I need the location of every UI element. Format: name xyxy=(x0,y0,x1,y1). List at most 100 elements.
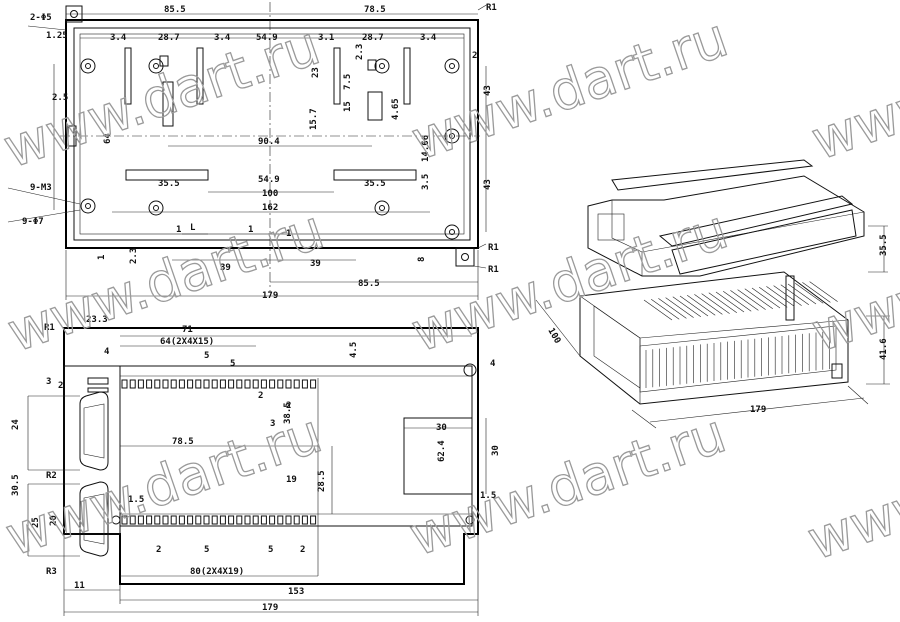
label-b2: 2 xyxy=(58,381,63,391)
label-b285: 28.5 xyxy=(317,470,327,492)
label-v23c: 2.3 xyxy=(129,248,139,264)
label-s162: 162 xyxy=(262,203,278,213)
watermarks: www.dart.ru www.dart.ru www.dart.ru www.… xyxy=(0,5,900,573)
iso-vent-grille xyxy=(643,281,838,388)
db9-connector-lower xyxy=(79,481,109,557)
label-b20: 20 xyxy=(49,515,59,526)
label-l1c: 1 xyxy=(286,229,291,239)
label-b5d: 5 xyxy=(268,545,273,555)
label-w-left: 85.5 xyxy=(164,5,186,15)
label-phi7: 9-Φ7 xyxy=(22,217,44,227)
label-b3: 3 xyxy=(46,377,51,387)
label-b2c: 2 xyxy=(156,545,161,555)
label-s39a: 39 xyxy=(220,263,231,273)
watermark-4: www.dart.ru xyxy=(404,198,736,365)
label-b15b: 1.5 xyxy=(480,491,496,501)
label-b45: 4.5 xyxy=(349,342,359,358)
watermark-6: www.dart.ru xyxy=(402,402,734,569)
label-b5a: 5 xyxy=(204,351,209,361)
display-window xyxy=(403,417,473,495)
label-v35: 3.5 xyxy=(421,174,431,190)
label-d355: 35.5 xyxy=(879,234,889,256)
label-b153: 153 xyxy=(288,587,304,597)
label-r2: R2 xyxy=(46,471,57,481)
label-s31: 3.1 xyxy=(318,33,334,43)
label-d416: 41.6 xyxy=(879,338,889,360)
label-b25: 25 xyxy=(31,517,41,528)
terminal-row-top xyxy=(121,379,317,389)
label-v8: 8 xyxy=(417,257,427,262)
label-v23: 23 xyxy=(311,67,321,78)
label-s179: 179 xyxy=(262,291,278,301)
label-s34-b: 3.4 xyxy=(214,33,231,43)
top-view-outline xyxy=(65,19,479,249)
label-b2b: 2 xyxy=(286,401,291,411)
label-b5c: 5 xyxy=(204,545,209,555)
watermark-2: www.dart.ru xyxy=(404,6,736,173)
label-s100: 100 xyxy=(262,189,278,199)
watermark-8: www.dart.ru xyxy=(804,198,900,365)
label-v43-a: 43 xyxy=(483,85,493,96)
label-b30a: 30 xyxy=(436,423,447,433)
watermark-9: www.dart.ru xyxy=(800,406,900,573)
label-b15a: 1.5 xyxy=(128,495,144,505)
label-b11: 11 xyxy=(74,581,85,591)
label-r3: R3 xyxy=(46,567,57,577)
label-v15: 15 xyxy=(343,101,353,112)
label-r1-bottom: R1 xyxy=(44,323,55,333)
label-d100: 100 xyxy=(545,327,562,346)
label-v465: 4.65 xyxy=(391,98,401,120)
label-b5b: 5 xyxy=(230,359,235,369)
label-s549-mid: 54.9 xyxy=(258,175,280,185)
label-s855b: 85.5 xyxy=(358,279,380,289)
label-b305: 30.5 xyxy=(11,474,21,496)
isometric-view: 35.5 100 41.6 179 xyxy=(535,159,890,429)
label-s287-b: 28.7 xyxy=(362,33,384,43)
label-b4: 4 xyxy=(104,347,110,357)
label-b2d: 2 xyxy=(300,545,305,555)
label-b19: 19 xyxy=(286,475,297,485)
label-d2: 2 xyxy=(472,51,477,61)
label-v23b: 2.3 xyxy=(355,44,365,60)
label-v157: 15.7 xyxy=(309,108,319,130)
label-s34-c: 3.4 xyxy=(420,33,437,43)
terminal-row-bottom xyxy=(121,515,317,525)
label-r1-a: R1 xyxy=(486,3,497,13)
label-r1-b: R1 xyxy=(488,243,499,253)
label-d25: 2.5 xyxy=(52,93,68,103)
label-w-right: 78.5 xyxy=(364,5,386,15)
label-holes-top: 2-Φ5 xyxy=(30,13,52,23)
iso-rail xyxy=(611,159,814,191)
watermark-7: www.dart.ru xyxy=(804,6,900,173)
label-s904: 90.4 xyxy=(258,137,280,147)
label-b624: 62.4 xyxy=(437,440,447,462)
label-b71: 71 xyxy=(182,325,193,335)
label-b64: 64(2X4X15) xyxy=(160,337,214,347)
iso-top-cover xyxy=(587,175,865,277)
label-d179: 179 xyxy=(750,405,766,415)
label-l1: 1 xyxy=(176,225,181,235)
label-b24: 24 xyxy=(11,419,21,430)
bottom-view: 23.3 71 64(2X4X15) 5 5 4.5 4 3 2 2 2 24 … xyxy=(11,315,501,616)
label-s549-top: 54.9 xyxy=(256,33,278,43)
label-b80: 80(2X4X19) xyxy=(190,567,244,577)
label-r1-c: R1 xyxy=(488,265,499,275)
label-b30b: 30 xyxy=(491,445,501,456)
label-v43-b: 43 xyxy=(483,179,493,190)
label-lL: L xyxy=(190,223,196,233)
label-s34-a: 3.4 xyxy=(110,33,127,43)
label-v64: 64 xyxy=(103,133,113,144)
label-v1466: 14.66 xyxy=(421,135,431,162)
label-b4b: 4 xyxy=(490,359,496,369)
watermark-5: www.dart.ru xyxy=(0,402,329,569)
label-v1d: 1 xyxy=(97,255,107,260)
label-m3: 9-M3 xyxy=(30,183,52,193)
label-d125: 1.25 xyxy=(46,31,68,41)
label-s355-a: 35.5 xyxy=(158,179,180,189)
label-s355-b: 35.5 xyxy=(364,179,386,189)
label-b3b: 3 xyxy=(270,419,275,429)
label-b179: 179 xyxy=(262,603,278,613)
label-s287-a: 28.7 xyxy=(158,33,180,43)
label-l1b: 1 xyxy=(248,225,253,235)
